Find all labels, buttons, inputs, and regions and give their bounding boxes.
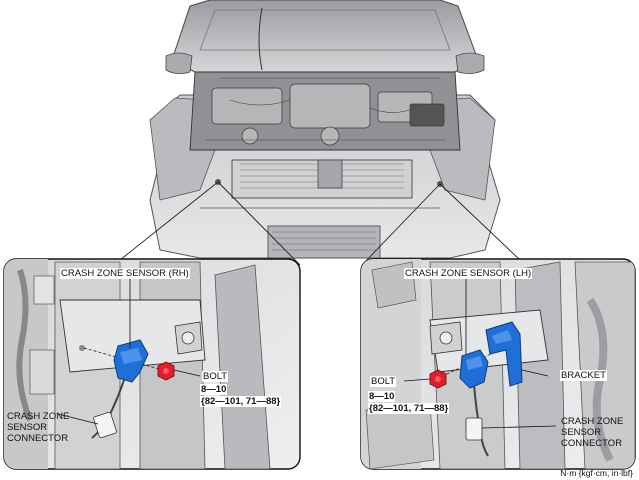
lh-sensor-bracket bbox=[485, 321, 523, 387]
rh-torque-conversion: {82—101, 71—88} bbox=[200, 396, 282, 407]
lh-sensor-label: CRASH ZONE SENSOR (LH) bbox=[404, 268, 533, 279]
lh-torque-value: 8—10 bbox=[368, 391, 396, 402]
lh-detail-inset bbox=[360, 258, 636, 470]
right-mirror bbox=[455, 52, 485, 74]
lh-bracket-label: BRACKET bbox=[560, 370, 607, 381]
rh-connector-label: CRASH ZONE SENSOR CONNECTOR bbox=[7, 411, 70, 444]
rh-crash-zone-sensor bbox=[113, 339, 149, 383]
lh-bolt bbox=[429, 369, 447, 389]
rh-bolt-label: BOLT bbox=[202, 371, 229, 382]
lh-torque-conversion: {82—101, 71—88} bbox=[368, 403, 450, 414]
rh-sensor-label: CRASH ZONE SENSOR (RH) bbox=[60, 268, 190, 279]
rh-bolt bbox=[157, 361, 175, 381]
lh-connector-label: CRASH ZONE SENSOR CONNECTOR bbox=[561, 416, 624, 449]
torque-unit-note: N·m {kgf·cm, in·lbf} bbox=[560, 468, 633, 478]
car-front-view bbox=[149, 0, 501, 259]
lh-crash-zone-sensor bbox=[459, 349, 489, 389]
lh-bolt-label: BOLT bbox=[370, 376, 397, 387]
rh-detail-inset bbox=[3, 258, 301, 470]
zoom-leaders bbox=[119, 181, 521, 266]
rh-torque-value: 8—10 bbox=[200, 384, 228, 395]
open-hood bbox=[171, 0, 479, 73]
left-mirror bbox=[165, 52, 193, 74]
